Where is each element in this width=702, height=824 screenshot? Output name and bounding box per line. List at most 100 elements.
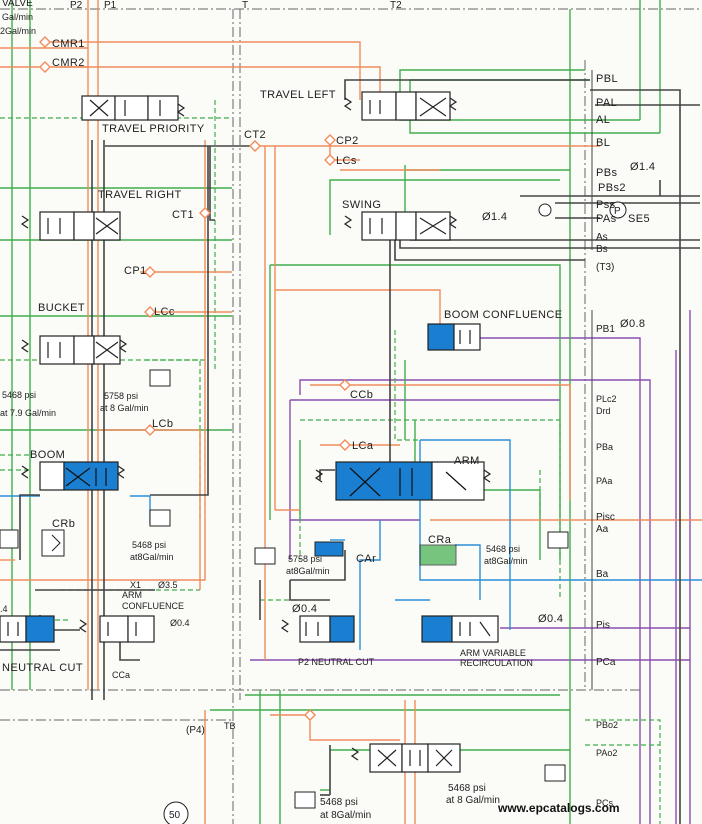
valve-arm-variable — [421, 615, 499, 643]
p2-label: P2 — [70, 0, 83, 11]
cmr1-label: CMR1 — [52, 38, 85, 50]
p4-label: (P4) — [186, 725, 205, 736]
lcc-label: LCc — [154, 306, 175, 318]
p1-label: P1 — [104, 0, 117, 11]
port-se5: SE5 — [628, 213, 650, 225]
lca-label: LCa — [352, 440, 374, 452]
arm-label: ARM — [454, 455, 480, 467]
orange-diamond-markers — [39, 36, 351, 721]
orifice-armconf-label: Ø0.4 — [170, 618, 190, 628]
port-bs: Bs — [596, 244, 608, 255]
valve-partial-label: VALVE — [2, 0, 33, 9]
port-drd: Drd — [596, 406, 611, 416]
relief-botl-1: 5468 psi — [320, 797, 358, 808]
port-t3: (T3) — [596, 262, 614, 273]
watermark: www.epcatalogs.com — [497, 801, 620, 815]
boom-confluence-label: BOOM CONFLUENCE — [444, 309, 562, 321]
orifice-p2-label: Ø0.4 — [292, 603, 317, 615]
orifice-pbs: Ø1.4 — [630, 161, 655, 173]
block-labels: CMR1 CMR2 TRAVEL PRIORITY TRAVEL LEFT CT… — [0, 38, 563, 821]
t2-label: T2 — [390, 0, 402, 11]
port-paa: PAa — [596, 476, 612, 486]
port-pao2: PAo2 — [596, 748, 617, 758]
check-valves — [0, 201, 627, 809]
relief-arm-2: at8Gal/min — [484, 556, 528, 566]
relief-left-2: at 7.9 Gal/min — [0, 408, 56, 418]
valve-arm-confluence — [0, 615, 155, 643]
relief-boom-2: at8Gal/min — [130, 552, 174, 562]
valve-arm — [314, 461, 492, 501]
relief-boom-1: 5468 psi — [132, 540, 166, 550]
port-pbo2: PBo2 — [596, 720, 618, 730]
top-labels: VALVE Gal/min 2Gal/min P2 P1 T T2 — [0, 0, 402, 36]
ccb-label: CCb — [350, 389, 373, 401]
neutral-cut-label: NEUTRAL CUT — [2, 662, 83, 674]
relief-left-1: 5468 psi — [2, 390, 36, 400]
gal-label-1: Gal/min — [2, 12, 33, 22]
valve-swing — [343, 211, 458, 241]
port-pisc: Pisc — [596, 512, 615, 523]
cp2-label: CP2 — [336, 135, 359, 147]
port-pis: Pis — [596, 620, 610, 631]
orifice-swing-label: Ø1.4 — [482, 211, 507, 223]
relief-mid-1: 5758 psi — [288, 554, 322, 564]
port-aa: Aa — [596, 524, 609, 535]
p2-neutral-cut-label: P2 NEUTRAL CUT — [298, 657, 375, 667]
port-as: As — [596, 232, 608, 243]
port-pal: PAL — [596, 97, 617, 109]
travel-right-label: TRAVEL RIGHT — [98, 189, 182, 201]
travel-left-label: TRAVEL LEFT — [260, 89, 336, 101]
valve-travel-right — [20, 211, 121, 241]
valve-bottom — [350, 743, 461, 773]
valve-travel-priority — [81, 95, 186, 121]
port-pss: Pss — [596, 199, 616, 211]
orifice-armvar-label: Ø0.4 — [538, 613, 563, 625]
swing-label: SWING — [342, 199, 381, 211]
ct2-label: CT2 — [244, 129, 266, 141]
orifice-pb1: Ø0.8 — [620, 318, 645, 330]
green-drain-lines — [0, 0, 661, 824]
valve-travel-left — [343, 91, 458, 121]
port-ba: Ba — [596, 569, 609, 580]
x1-label: X1 — [130, 580, 141, 590]
callout-50: 50 — [169, 810, 181, 821]
port-pcs: PCs — [596, 798, 614, 808]
orifice-x1-label: Ø3.5 — [158, 580, 178, 590]
port-pb1: PB1 — [596, 324, 615, 335]
port-labels: PBL PAL AL BL PBs Ø1.4 PBs2 Pss PAs P SE… — [596, 73, 655, 808]
callout-circle — [163, 801, 189, 824]
boom-label: BOOM — [30, 449, 65, 461]
port-pba: PBa — [596, 442, 613, 452]
t-label: T — [242, 0, 248, 11]
p-circle-label: P — [614, 206, 621, 217]
a4-label: .4 — [0, 604, 8, 614]
valve-bucket — [20, 335, 128, 365]
tb-label: TB — [224, 721, 236, 731]
travel-priority-label: TRAVEL PRIORITY — [102, 123, 205, 135]
arm-conf-1: ARM — [122, 590, 142, 600]
arm-var-1: ARM VARIABLE — [460, 648, 526, 658]
gal-label-2: 2Gal/min — [0, 26, 36, 36]
port-bl: BL — [596, 137, 610, 149]
relief-mid-2: at8Gal/min — [286, 566, 330, 576]
relief-arm-1: 5468 psi — [486, 544, 520, 554]
relief-5758-1: 5758 psi — [104, 391, 138, 401]
cmr2-label: CMR2 — [52, 57, 85, 69]
lcs-label: LCs — [336, 155, 357, 167]
port-pbl: PBL — [596, 73, 618, 85]
valve-boom — [20, 461, 126, 491]
port-pbs: PBs — [596, 167, 617, 179]
valve-boom-confluence — [427, 323, 481, 351]
relief-botl-2: at 8Gal/min — [320, 810, 371, 821]
port-pbs2: PBs2 — [598, 182, 626, 194]
relief-bot-2: at 8 Gal/min — [446, 795, 500, 806]
bucket-label: BUCKET — [38, 302, 85, 314]
car-label: CAr — [356, 553, 376, 565]
cra-label: CRa — [428, 534, 452, 546]
arm-conf-2: CONFLUENCE — [122, 601, 184, 611]
lcb-label: LCb — [152, 418, 173, 430]
ct1-label: CT1 — [172, 209, 194, 221]
relief-5758-2: at 8 Gal/min — [100, 403, 149, 413]
